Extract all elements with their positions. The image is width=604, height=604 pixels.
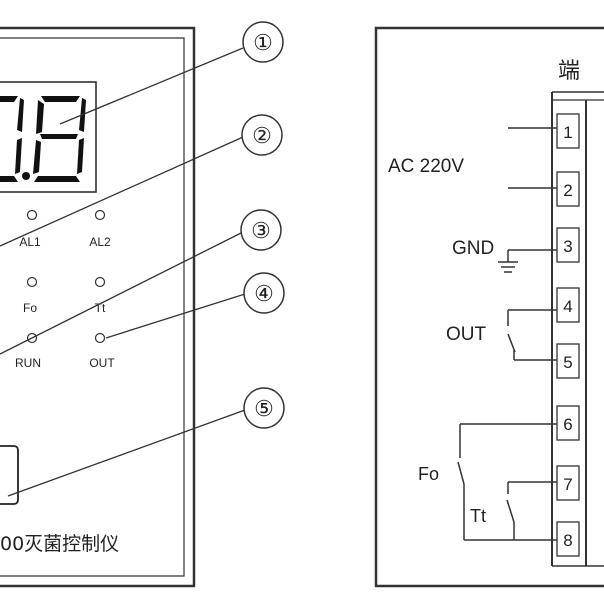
tt-contact-label: Tt (470, 506, 486, 526)
gnd-connection: GND (452, 238, 557, 273)
tt-label: Tt (95, 301, 106, 315)
callout-3: ③ (240, 209, 282, 251)
terminal-6-label: 6 (563, 415, 572, 434)
callout-1-label: ① (253, 31, 273, 56)
indicator-al1: AL1 (19, 209, 41, 249)
fo-label: Fo (23, 301, 37, 315)
terminal-2-label: 2 (563, 181, 572, 200)
display-digit-2 (33, 96, 86, 182)
terminal-3-label: 3 (563, 237, 572, 256)
al2-label: AL2 (89, 235, 111, 249)
terminal-1: 1 (556, 113, 580, 149)
callout-1: ① (242, 21, 284, 63)
wiring-title: 端 (558, 59, 580, 84)
indicator-tt: Tt (94, 276, 106, 315)
callout-5: ⑤ (243, 387, 285, 429)
callout-4-label: ④ (254, 282, 274, 307)
terminal-7-label: 7 (563, 475, 572, 494)
out-led-label: OUT (89, 356, 115, 370)
terminal-3: 3 (556, 227, 580, 263)
indicator-fo: Fo (23, 276, 38, 315)
callout-2-label: ② (252, 124, 272, 149)
callout-5-label: ⑤ (254, 397, 274, 422)
terminal-8: 8 (556, 521, 580, 557)
gnd-label: GND (452, 238, 494, 259)
out-contact: OUT (446, 309, 557, 361)
tt-switch-icon (506, 499, 515, 523)
fo-contact-label: Fo (418, 464, 439, 484)
terminal-4-label: 4 (563, 297, 572, 316)
al1-led-icon (26, 209, 38, 221)
callout-3-label: ③ (251, 219, 271, 244)
indicator-run: RUN (15, 332, 41, 370)
display-window (0, 81, 97, 193)
terminal-7: 7 (556, 465, 580, 501)
model-label: 00灭菌控制仪 (0, 533, 119, 555)
fo-tt-contacts: Fo Tt (418, 423, 557, 541)
callout-leaders (0, 47, 246, 497)
ground-icon (498, 261, 518, 273)
ac-supply: AC 220V (388, 127, 557, 189)
fo-switch-icon (457, 461, 465, 485)
display-digit-1 (0, 96, 24, 182)
out-contact-label: OUT (446, 324, 487, 345)
terminal-6: 6 (556, 405, 580, 441)
callout-2: ② (241, 114, 283, 156)
al1-label: AL1 (19, 235, 41, 249)
terminal-2: 2 (556, 171, 580, 207)
terminal-1-label: 1 (563, 123, 572, 142)
terminal-4: 4 (556, 287, 580, 323)
out-switch-icon (507, 333, 516, 353)
callout-4: ④ (243, 272, 285, 314)
terminal-5-label: 5 (563, 353, 572, 372)
front-panel: AL1 AL2 Fo Tt RUN OUT 00灭菌控制仪 (0, 26, 196, 588)
terminal-8-label: 8 (563, 531, 572, 550)
ac-label: AC 220V (388, 156, 464, 177)
run-label: RUN (15, 356, 41, 370)
tt-led-icon (94, 276, 106, 288)
indicator-out: OUT (89, 332, 115, 370)
al2-led-icon (94, 209, 106, 221)
wiring-diagram: 端 1 2 3 4 5 (374, 26, 604, 588)
out-led-icon (94, 332, 106, 344)
display-decimal-point (22, 172, 30, 180)
front-key-button[interactable] (0, 445, 19, 505)
terminal-5: 5 (556, 343, 580, 379)
indicator-al2: AL2 (89, 209, 111, 249)
fo-led-icon (26, 276, 38, 288)
terminal-strip (551, 91, 604, 567)
